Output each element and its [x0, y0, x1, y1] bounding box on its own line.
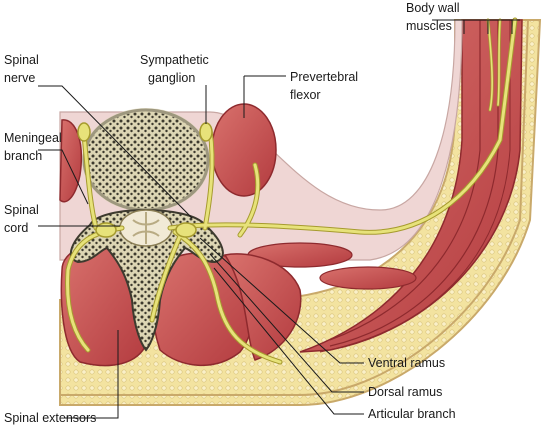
leader-lines: [38, 19, 520, 419]
label-spinal-nerve-2: nerve: [4, 71, 35, 85]
spinal-cord: [119, 209, 173, 247]
label-sympathetic-ganglion: Sympathetic: [140, 53, 209, 67]
sympathetic-ganglion-left: [77, 122, 91, 142]
ganglia: [77, 122, 213, 238]
vertebral-arch: [69, 209, 224, 352]
label-sympathetic-ganglion-2: ganglion: [148, 71, 195, 85]
label-articular-branch: Articular branch: [368, 407, 456, 421]
label-spinal-cord-2: cord: [4, 221, 28, 235]
spinal-extensor-muscles: [59, 119, 302, 367]
label-prevertebral-flexor-2: flexor: [290, 88, 321, 102]
label-dorsal-ramus: Dorsal ramus: [368, 385, 442, 399]
dorsal-root-ganglion-right: [175, 222, 197, 238]
wall-muscle-oval-2: [319, 266, 417, 290]
label-spinal-extensors: Spinal extensors: [4, 411, 96, 425]
sympathetic-ganglion: [199, 122, 213, 142]
labels: Body wall muscles Spinal nerve Sympathet…: [4, 1, 460, 425]
label-body-wall-2: muscles: [406, 19, 452, 33]
label-meningeal-branch-2: branch: [4, 149, 42, 163]
label-body-wall: Body wall: [406, 1, 460, 15]
body-wall-muscles: [299, 19, 523, 353]
label-spinal-cord: Spinal: [4, 203, 39, 217]
label-meningeal-branch: Meningeal: [4, 131, 62, 145]
label-spinal-nerve: Spinal: [4, 53, 39, 67]
nerves: [65, 17, 518, 365]
vertebral-body: [82, 108, 210, 212]
label-ventral-ramus: Ventral ramus: [368, 356, 445, 370]
dorsal-root-ganglion-left: [95, 222, 117, 238]
label-prevertebral-flexor: Prevertebral: [290, 70, 358, 84]
